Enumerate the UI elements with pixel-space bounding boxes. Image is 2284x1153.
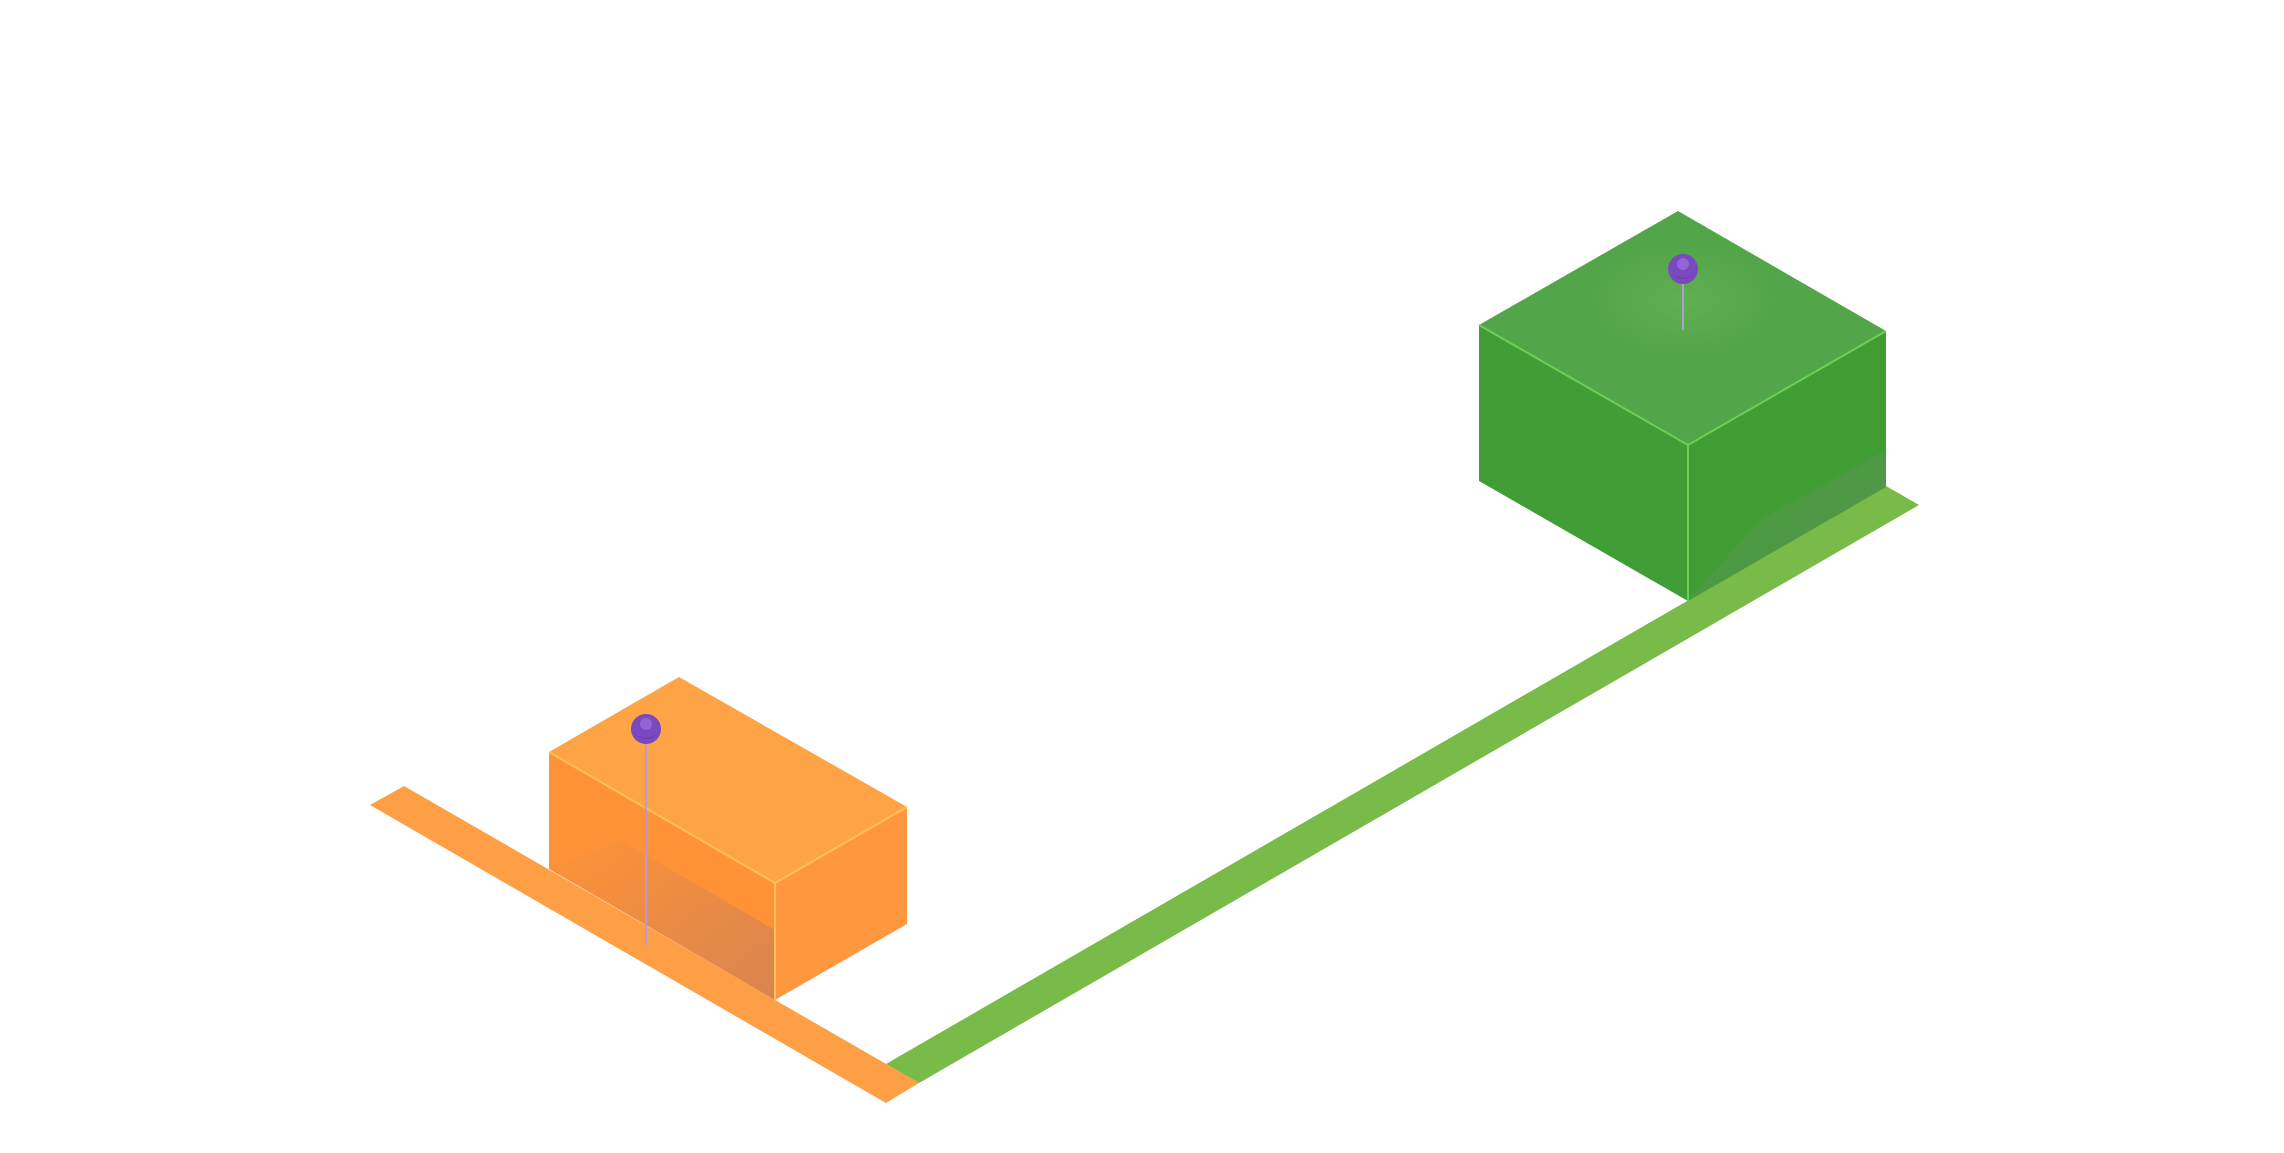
orange-box	[548, 677, 908, 1000]
green-track-long-segment	[886, 486, 1919, 1083]
orange-box-right-face	[775, 807, 907, 1000]
green-box-right-shadow	[1688, 450, 1886, 601]
map-pin-icon	[1668, 254, 1698, 284]
green-track	[886, 486, 1919, 1083]
pin-green	[1668, 254, 1698, 330]
orange-track	[370, 786, 919, 1103]
green-box-right-face	[1688, 331, 1886, 601]
map-pin-icon	[631, 714, 661, 744]
green-box-left-face	[1479, 325, 1688, 601]
pin-orange	[631, 714, 661, 945]
orange-track-long-segment	[370, 786, 919, 1103]
orange-box-left-shadow	[549, 840, 775, 1000]
